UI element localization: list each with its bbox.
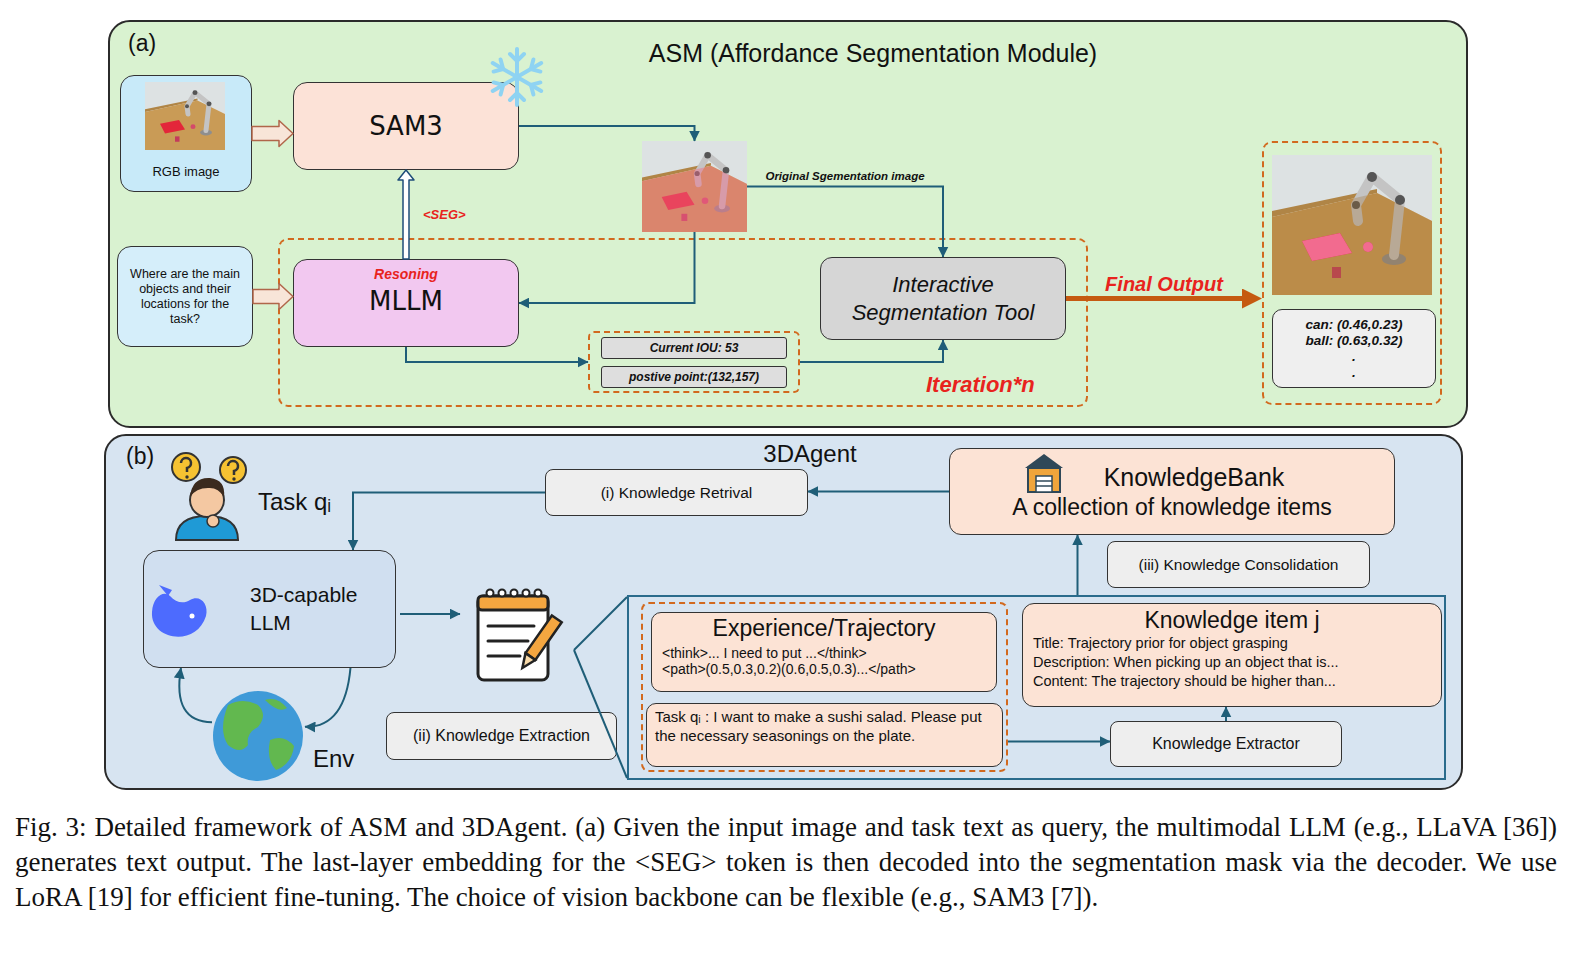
extraction-panel: Experience/Trajectory <think>... I need t… <box>627 595 1446 780</box>
node-text: Task qᵢ : I want to make a sushi salad. … <box>655 707 994 745</box>
connector-arrow <box>252 121 293 147</box>
connector-arrow <box>808 491 949 493</box>
person-icon <box>172 453 246 540</box>
value-box: postive point:(132,157) <box>601 366 787 388</box>
node-text: Resoning <box>294 266 518 282</box>
node-text: Current IOU: 53 <box>650 341 739 355</box>
step-box: (ii) Knowledge Extraction <box>386 712 617 760</box>
connector-arrow <box>1008 740 1110 742</box>
node-text: 3DAgent <box>700 440 920 468</box>
node-text: KnowledgeBank <box>1060 463 1285 492</box>
node-text: ASM (Affordance Segmentation Module) <box>600 39 1146 68</box>
image-box: RGB image <box>120 75 252 192</box>
node-text: Iteration*n <box>926 372 1035 398</box>
output-group: Current IOU: 53 postive point:(132,157) <box>588 331 800 393</box>
node-text: Title: Trajectory prior for object grasp… <box>1033 634 1431 653</box>
store-box: KnowledgeBankA collection of knowledge i… <box>949 448 1395 535</box>
connector-arrow <box>398 170 414 259</box>
connector-arrow <box>253 284 293 310</box>
figure-caption: Fig. 3: Detailed framework of ASM and 3D… <box>15 810 1557 915</box>
whale-logo <box>152 585 207 637</box>
connector-arrow <box>747 187 943 258</box>
knowledge-box: Knowledge item jTitle: Trajectory prior … <box>1022 603 1442 707</box>
edge-label: <SEG> <box>420 207 469 223</box>
node-text: (b) <box>126 443 154 470</box>
node-text: Knowledge Extractor <box>1152 735 1300 753</box>
node-text: <think>... I need to put ...</think> <box>662 645 986 661</box>
image-node <box>642 141 747 232</box>
node-text: MLLM <box>294 286 518 316</box>
node-text: (i) Knowledge Retrival <box>601 484 753 502</box>
globe-icon <box>213 691 303 781</box>
node-text: Env <box>313 745 354 773</box>
step-box: (iii) Knowledge Consolidation <box>1107 541 1370 588</box>
node-text: (a) <box>128 30 156 57</box>
node-text: 3D-capable LLM <box>250 581 387 637</box>
connector-arrow <box>1066 296 1250 301</box>
record-box: Experience/Trajectory <think>... I need t… <box>651 612 997 692</box>
node-text: postive point:(132,157) <box>629 370 759 384</box>
node-text: ball: (0.63,0.32) <box>1306 333 1403 349</box>
connector-arrow <box>800 340 943 362</box>
node-text: (ii) Knowledge Extraction <box>413 727 590 745</box>
connector-arrow <box>179 668 212 722</box>
connector-arrow <box>519 232 695 303</box>
input-group: Experience/Trajectory <think>... I need t… <box>641 602 1008 772</box>
connector-arrow <box>519 126 695 141</box>
node-text: RGB image <box>152 164 219 179</box>
rgb-photo <box>145 82 225 150</box>
iteration-region: Iteration*n ResoningMLLM Interactive Segme… <box>278 238 1088 407</box>
node-text: Interactive Segmentation Tool <box>827 271 1059 327</box>
edge-label: Final Output <box>1102 272 1226 296</box>
environment-node: Env <box>212 690 305 782</box>
node-text: A collection of knowledge items <box>1012 494 1332 521</box>
node-text: can: (0.46,0.23) <box>1306 317 1403 333</box>
node-text: <path>(0.5,0.3,0.2)(0.6,0.5,0.3)...</pat… <box>662 661 986 677</box>
node-text: Content: The trajectory should be higher… <box>1033 672 1431 691</box>
output-photo <box>1272 155 1432 295</box>
task-label: Task qᵢ <box>258 488 331 516</box>
panel: (a) ASM (Affordance Segmentation Module) R… <box>108 20 1468 428</box>
node-text: Description: When picking up an object t… <box>1033 653 1431 672</box>
process-box: SAM3 <box>293 82 519 170</box>
snowflake-icon <box>489 49 544 105</box>
connector-arrow <box>353 493 545 551</box>
step-box: Knowledge Extractor <box>1110 721 1342 767</box>
step-box: (i) Knowledge Retrival <box>545 469 808 516</box>
node-text: SAM3 <box>369 111 443 141</box>
model-box: 3D-capable LLM <box>143 550 396 668</box>
output-frame: can: (0.46,0.23)ball: (0.63,0.32).. <box>1262 141 1442 405</box>
connector-arrow <box>1077 535 1079 595</box>
process-box: ResoningMLLM <box>293 259 519 347</box>
node-text: . <box>1352 349 1356 365</box>
node-text: . <box>1352 365 1356 381</box>
connector-arrow <box>1225 707 1227 721</box>
notepad-icon <box>400 590 627 779</box>
node-text: Knowledge item j <box>1033 607 1431 634</box>
record-box: Task qᵢ : I want to make a sushi salad. … <box>646 703 1003 767</box>
connector-arrow <box>305 668 350 727</box>
warehouse-icon <box>1025 454 1063 492</box>
segmentation-photo <box>642 141 747 232</box>
node-text: (iii) Knowledge Consolidation <box>1139 556 1339 574</box>
connector-arrow <box>406 347 588 362</box>
coordinate-box: can: (0.46,0.23)ball: (0.63,0.32).. <box>1272 309 1436 388</box>
panel: (b)3DAgent(i) Knowledge RetrivalKnowledg… <box>104 434 1463 790</box>
query-box: Where are the main objects and their loc… <box>117 246 253 347</box>
edge-label: Original Sgementation image <box>762 170 927 184</box>
tool-box: Interactive Segmentation Tool <box>820 257 1066 340</box>
value-box: Current IOU: 53 <box>601 337 787 359</box>
node-text: Experience/Trajectory <box>662 615 986 642</box>
node-text: Where are the main objects and their loc… <box>126 267 244 327</box>
